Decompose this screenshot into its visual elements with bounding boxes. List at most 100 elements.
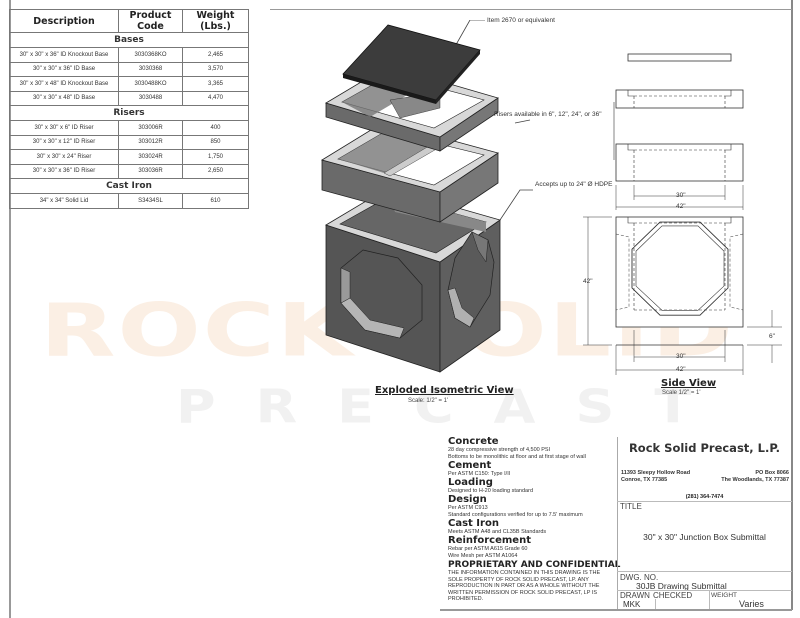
- checked-label: CHECKED: [653, 591, 693, 600]
- cell-code: 3030368: [118, 61, 183, 77]
- dim-height: 42": [583, 278, 593, 285]
- cell-code: 3030488KO: [118, 76, 183, 92]
- cell-code: 303024R: [118, 149, 183, 165]
- drawn-value: MKK: [623, 600, 641, 609]
- cell-description: 30" x 30" x 36" ID Base: [9, 61, 119, 77]
- cell-code: 3030368KO: [118, 47, 183, 63]
- divider: [709, 590, 710, 609]
- address-po-city: The Woodlands, TX 77387: [721, 477, 789, 483]
- callout-risers: Risers available in 6", 12", 24", or 36": [494, 111, 602, 118]
- cell-weight: 3,365: [182, 76, 249, 92]
- side-view-drawing: [583, 53, 782, 375]
- cell-weight: 2,650: [182, 163, 249, 179]
- drawing-title: 30" x 30" Junction Box Submittal: [643, 532, 766, 542]
- header-description: Description: [9, 9, 119, 33]
- drawn-label: DRAWN: [620, 591, 650, 600]
- spec-heading-reinforcement: Reinforcement: [448, 535, 531, 546]
- cell-weight: 400: [182, 120, 249, 136]
- company-name: Rock Solid Precast, L.P.: [628, 441, 781, 455]
- dim-floor: 6": [769, 333, 775, 340]
- spec-heading-design: Design: [448, 494, 487, 505]
- cell-code: 303036R: [118, 163, 183, 179]
- isometric-view-scale: Scale: 1/2" = 1': [408, 398, 449, 404]
- watermark-precast: PRECAST: [176, 380, 732, 434]
- callout-hdpe: Accepts up to 24" Ø HDPE: [535, 181, 613, 188]
- cell-code: 3030488: [118, 90, 183, 106]
- cell-weight: 610: [182, 193, 249, 209]
- cell-weight: 2,465: [182, 47, 249, 63]
- cell-code: S3434SL: [118, 193, 183, 209]
- dim-outer-bottom: 42": [676, 366, 686, 373]
- spec-line: Meets ASTM A48 and CL35B Standards: [448, 529, 547, 535]
- header-weight: Weight (Lbs.): [182, 9, 249, 33]
- product-table: Description Product Code Weight (Lbs.) B…: [9, 9, 249, 209]
- cell-description: 30" x 30" x 6" ID Riser: [9, 120, 119, 136]
- cell-description: 30" x 30" x 36" ID Riser: [9, 163, 119, 179]
- cell-weight: 4,470: [182, 90, 249, 106]
- spec-line: Per ASTM C150: Type I/II: [448, 471, 511, 477]
- divider: [617, 571, 792, 572]
- address-po-box: PO Box 8066: [755, 470, 789, 476]
- sheet-bottom-border: [440, 609, 792, 611]
- company-phone: (281) 364-7474: [685, 494, 724, 500]
- cell-code: 303012R: [118, 134, 183, 150]
- dwg-no-label: DWG. NO.: [620, 573, 659, 582]
- divider: [617, 590, 792, 591]
- proprietary-heading: PROPRIETARY AND CONFIDENTIAL: [448, 560, 621, 570]
- spec-heading-cast-iron: Cast Iron: [448, 518, 499, 529]
- cell-description: 30" x 30" x 12" ID Riser: [9, 134, 119, 150]
- divider: [655, 599, 656, 609]
- side-view-title: Side View: [661, 378, 717, 389]
- dim-inner-bottom: 30": [676, 353, 686, 360]
- spec-line: Per ASTM C913: [448, 505, 488, 511]
- address-city: Conroe, TX 77385: [621, 477, 668, 483]
- isometric-view-title: Exploded Isometric View: [375, 385, 514, 396]
- cell-description: 30" x 30" x 36" ID Knockout Base: [9, 47, 119, 63]
- spec-line: Wire Mesh per ASTM A1064: [448, 553, 518, 559]
- section-cast-iron: Cast Iron: [9, 178, 249, 194]
- spec-line: 28 day compressive strength of 4,500 PSI: [448, 447, 551, 453]
- table-header-row: Description Product Code Weight (Lbs.): [9, 9, 249, 33]
- title-block: [617, 437, 792, 609]
- dim-outer-top: 42": [676, 203, 686, 210]
- proprietary-text: THE INFORMATION CONTAINED IN THIS DRAWIN…: [448, 570, 601, 603]
- spec-heading-cement: Cement: [448, 460, 492, 471]
- weight-value: Varies: [739, 599, 764, 609]
- title-label: TITLE: [620, 502, 642, 511]
- side-view-scale: Scale 1/2" = 1': [662, 390, 701, 396]
- cell-description: 30" x 30" x 48" ID Knockout Base: [9, 76, 119, 92]
- cell-description: 30" x 30" x 24" Riser: [9, 149, 119, 165]
- address-right: PO Box 8066 The Woodlands, TX 77387: [700, 470, 789, 484]
- header-product-code: Product Code: [118, 9, 183, 33]
- spec-line: Standard configurations verified for up …: [448, 512, 583, 518]
- divider: [617, 501, 792, 502]
- address-street: 11393 Sleepy Hollow Road: [621, 470, 691, 476]
- dim-inner-top: 30": [676, 192, 686, 199]
- sheet-left-border: [9, 0, 11, 618]
- section-risers: Risers: [9, 105, 249, 121]
- spec-heading-loading: Loading: [448, 477, 493, 488]
- section-bases: Bases: [9, 32, 249, 48]
- spec-line: Bottoms to be monolithic at floor and at…: [448, 454, 586, 460]
- cell-weight: 3,570: [182, 61, 249, 77]
- spec-line: Rebar per ASTM A615 Grade 60: [448, 546, 528, 552]
- specifications-block: Concrete 28 day compressive strength of …: [448, 436, 621, 603]
- spec-heading-concrete: Concrete: [448, 436, 499, 447]
- cell-code: 303006R: [118, 120, 183, 136]
- callout-lid: Item 2670 or equivalent: [487, 17, 555, 24]
- cell-weight: 1,750: [182, 149, 249, 165]
- exploded-isometric-drawing: [321, 20, 533, 373]
- sheet-top-border: [270, 9, 792, 10]
- cell-description: 34" x 34" Solid Lid: [9, 193, 119, 209]
- sheet-right-border: [791, 0, 793, 610]
- cell-description: 30" x 30" x 48" ID Base: [9, 90, 119, 106]
